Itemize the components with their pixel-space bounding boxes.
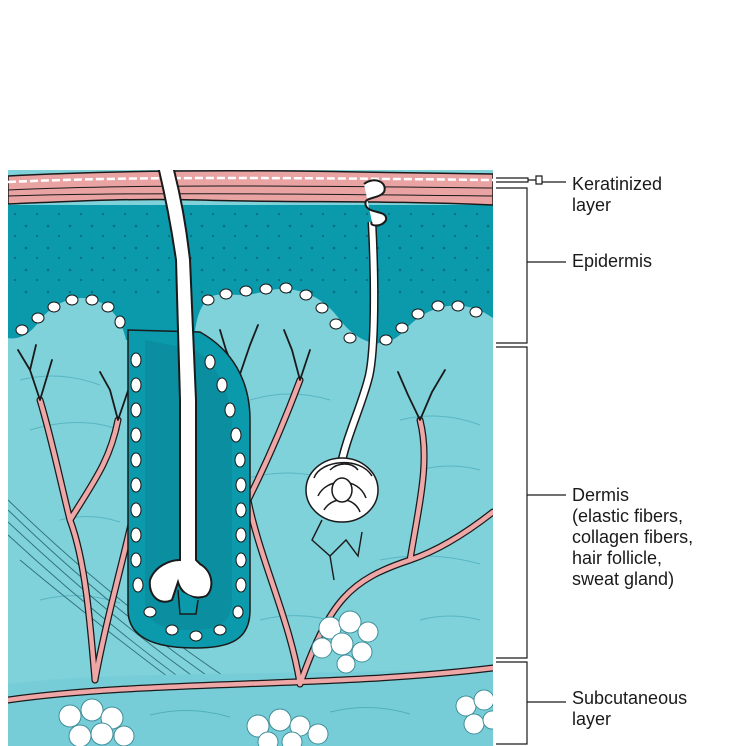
epidermis-bracket (496, 188, 566, 343)
keratinized-bracket (496, 176, 566, 184)
keratinized-layer-label: Keratinized layer (572, 174, 722, 216)
epidermis-label: Epidermis (572, 251, 722, 272)
epidermis-dots (8, 205, 493, 295)
dermis-label: Dermis (elastic fibers, collagen fibers,… (572, 485, 731, 590)
keratinized-layer (8, 171, 493, 205)
subcutaneous-bracket (496, 662, 566, 744)
subcutaneous-layer-label: Subcutaneous layer (572, 688, 722, 730)
layer-brackets (496, 176, 566, 744)
skin-block (8, 8, 501, 746)
dermis-bracket (496, 347, 566, 658)
